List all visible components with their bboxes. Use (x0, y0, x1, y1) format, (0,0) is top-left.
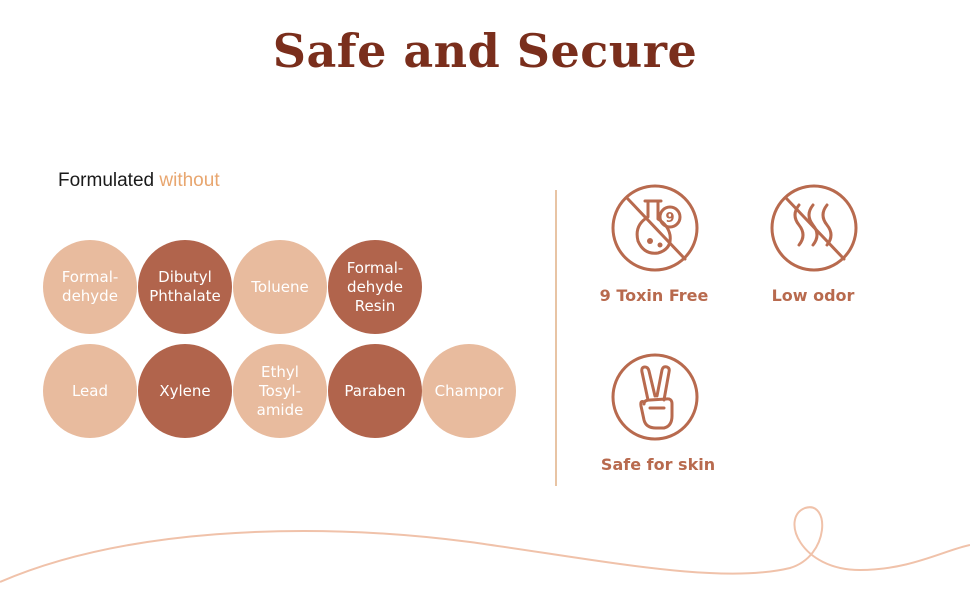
ingredient-dibutyl-phthalate: Dibutyl Phthalate (138, 240, 232, 334)
ingredient-xylene: Xylene (138, 344, 232, 438)
badge-low-odor-label: Low odor (771, 286, 855, 305)
ingredient-paraben: Paraben (328, 344, 422, 438)
formulated-accent: without (159, 170, 220, 191)
formulated-prefix: Formulated (58, 170, 155, 191)
ingredient-champor: Champor (422, 344, 516, 438)
ingredient-ethyl-tosylamide: Ethyl Tosyl- amide (233, 344, 327, 438)
no-toxin-flask-icon: 9 (611, 184, 699, 272)
section-divider (555, 190, 557, 486)
badge-toxin-free-label: 9 Toxin Free (599, 286, 709, 305)
ingredient-formaldehyde: Formal- dehyde (43, 240, 137, 334)
ingredient-lead: Lead (43, 344, 137, 438)
ingredient-toluene: Toluene (233, 240, 327, 334)
badge-safe-skin-label: Safe for skin (600, 455, 716, 474)
svg-text:9: 9 (665, 211, 674, 226)
decorative-wave (0, 506, 970, 583)
page-title: Safe and Secure (272, 24, 698, 78)
formulated-heading: Formulated without (58, 170, 220, 192)
ingredient-formaldehyde-resin: Formal- dehyde Resin (328, 240, 422, 334)
peace-hand-icon (611, 353, 699, 441)
no-odor-icon (770, 184, 858, 272)
